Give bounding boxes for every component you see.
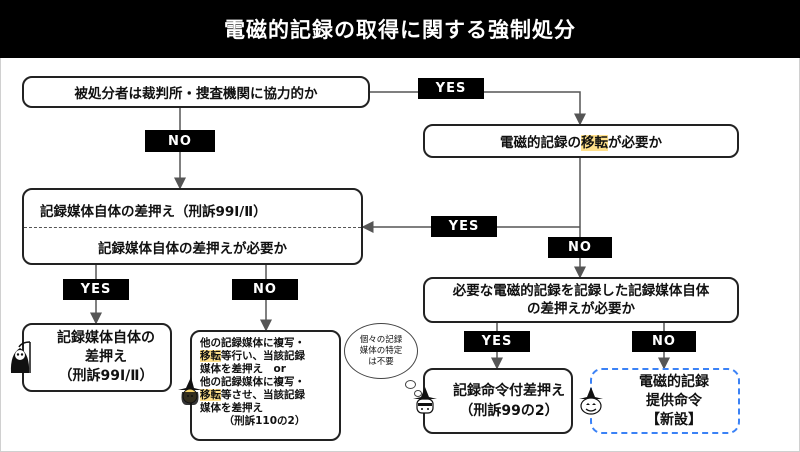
question-media-with-record: 必要な電磁的記録を記録した記録媒体自体 の差押えが必要か xyxy=(423,277,739,323)
q4-line2: の差押えが必要か xyxy=(527,301,635,317)
result-record-order-seizure: 記録命令付差押え （刑訴99の2） xyxy=(423,368,573,434)
r4-line2: 提供命令 xyxy=(646,392,702,409)
question-media-seizure: 記録媒体自体の差押え（刑訴99Ⅰ/Ⅱ） 記録媒体自体の差押えが必要か xyxy=(22,188,363,265)
no-label-q2: NO xyxy=(548,237,612,258)
yes-label-top: YES xyxy=(418,78,484,99)
ghost-witch-icon xyxy=(413,387,437,414)
r2-l6: 媒体を差押え xyxy=(200,402,263,414)
cloud-l3: は不要 xyxy=(368,356,394,367)
yes-label-middle: YES xyxy=(431,216,497,237)
media-seizure-title: 記録媒体自体の差押え（刑訴99Ⅰ/Ⅱ） xyxy=(40,204,267,220)
note-cloud: 個々の記録 媒体の特定 は不要 xyxy=(344,323,418,379)
r4-line3: 【新設】 xyxy=(646,411,702,428)
yes-label-top-text: YES xyxy=(435,81,467,96)
yes-label-middle-text: YES xyxy=(448,219,480,234)
question-transfer-needed: 電磁的記録の移転が必要か xyxy=(423,124,739,158)
no-label-q3: NO xyxy=(232,279,298,300)
r3-line2: （刑訴99の2） xyxy=(459,403,559,419)
r1-line2: 差押え xyxy=(85,349,127,365)
no-label-q1-text: NO xyxy=(168,133,192,149)
q4-line1: 必要な電磁的記録を記録した記録媒体自体 xyxy=(452,283,710,299)
cloud-tail-1 xyxy=(405,380,416,389)
r1-line3: （刑訴99Ⅰ/Ⅱ） xyxy=(58,368,154,384)
yes-label-q3: YES xyxy=(63,279,129,300)
divider xyxy=(24,227,361,228)
question-transfer-text: 電磁的記録の移転が必要か xyxy=(500,135,662,151)
question-cooperative-text: 被処分者は裁判所・捜査機関に協力的か xyxy=(74,86,318,102)
r4-line1: 電磁的記録 xyxy=(639,373,709,390)
question-cooperative: 被処分者は裁判所・捜査機関に協力的か xyxy=(22,76,370,108)
cloud-l1: 個々の記録 xyxy=(359,334,403,345)
yes-label-q3-text: YES xyxy=(80,282,112,297)
yes-label-q4-text: YES xyxy=(481,334,513,349)
witch-icon xyxy=(178,377,202,405)
no-label-q3-text: NO xyxy=(253,282,277,297)
no-label-q4: NO xyxy=(632,331,696,352)
result-copy-transfer: 他の記録媒体に複写・ 移転等行い、当該記録 媒体を差押え or 他の記録媒体に複… xyxy=(190,330,341,441)
result-provision-order: 電磁的記録 提供命令 【新設】 xyxy=(590,368,740,434)
result-media-seizure: 記録媒体自体の 差押え （刑訴99Ⅰ/Ⅱ） xyxy=(22,323,172,392)
highlight-transfer-2: 移転 xyxy=(200,350,221,362)
r2-l3: 媒体を差押え or xyxy=(200,363,286,375)
cloud-l2: 媒体の特定 xyxy=(359,345,403,356)
r3-line1: 記録命令付差押え xyxy=(453,383,565,399)
r2-l5: 移転等させ、当該記録 xyxy=(200,389,305,401)
media-seizure-question: 記録媒体自体の差押えが必要か xyxy=(98,241,287,257)
grim-reaper-icon xyxy=(10,341,31,373)
no-label-q4-text: NO xyxy=(652,334,676,349)
yes-label-q4: YES xyxy=(464,331,530,352)
no-label-q1: NO xyxy=(145,130,215,152)
r2-l7: （刑訴110の2） xyxy=(223,415,306,427)
highlight-transfer: 移転 xyxy=(581,135,608,151)
page-title-text: 電磁的記録の取得に関する強制処分 xyxy=(224,18,576,42)
r2-l1: 他の記録媒体に複写・ xyxy=(200,337,305,349)
page-title: 電磁的記録の取得に関する強制処分 xyxy=(0,0,800,58)
cloud-tail-2 xyxy=(414,390,422,397)
highlight-transfer-3: 移転 xyxy=(200,389,221,401)
pumpkin-witch-icon xyxy=(579,387,603,415)
no-label-q2-text: NO xyxy=(568,240,592,255)
r2-l2: 移転等行い、当該記録 xyxy=(200,350,305,362)
r2-l4: 他の記録媒体に複写・ xyxy=(200,376,305,388)
r1-line1: 記録媒体自体の xyxy=(57,330,155,346)
